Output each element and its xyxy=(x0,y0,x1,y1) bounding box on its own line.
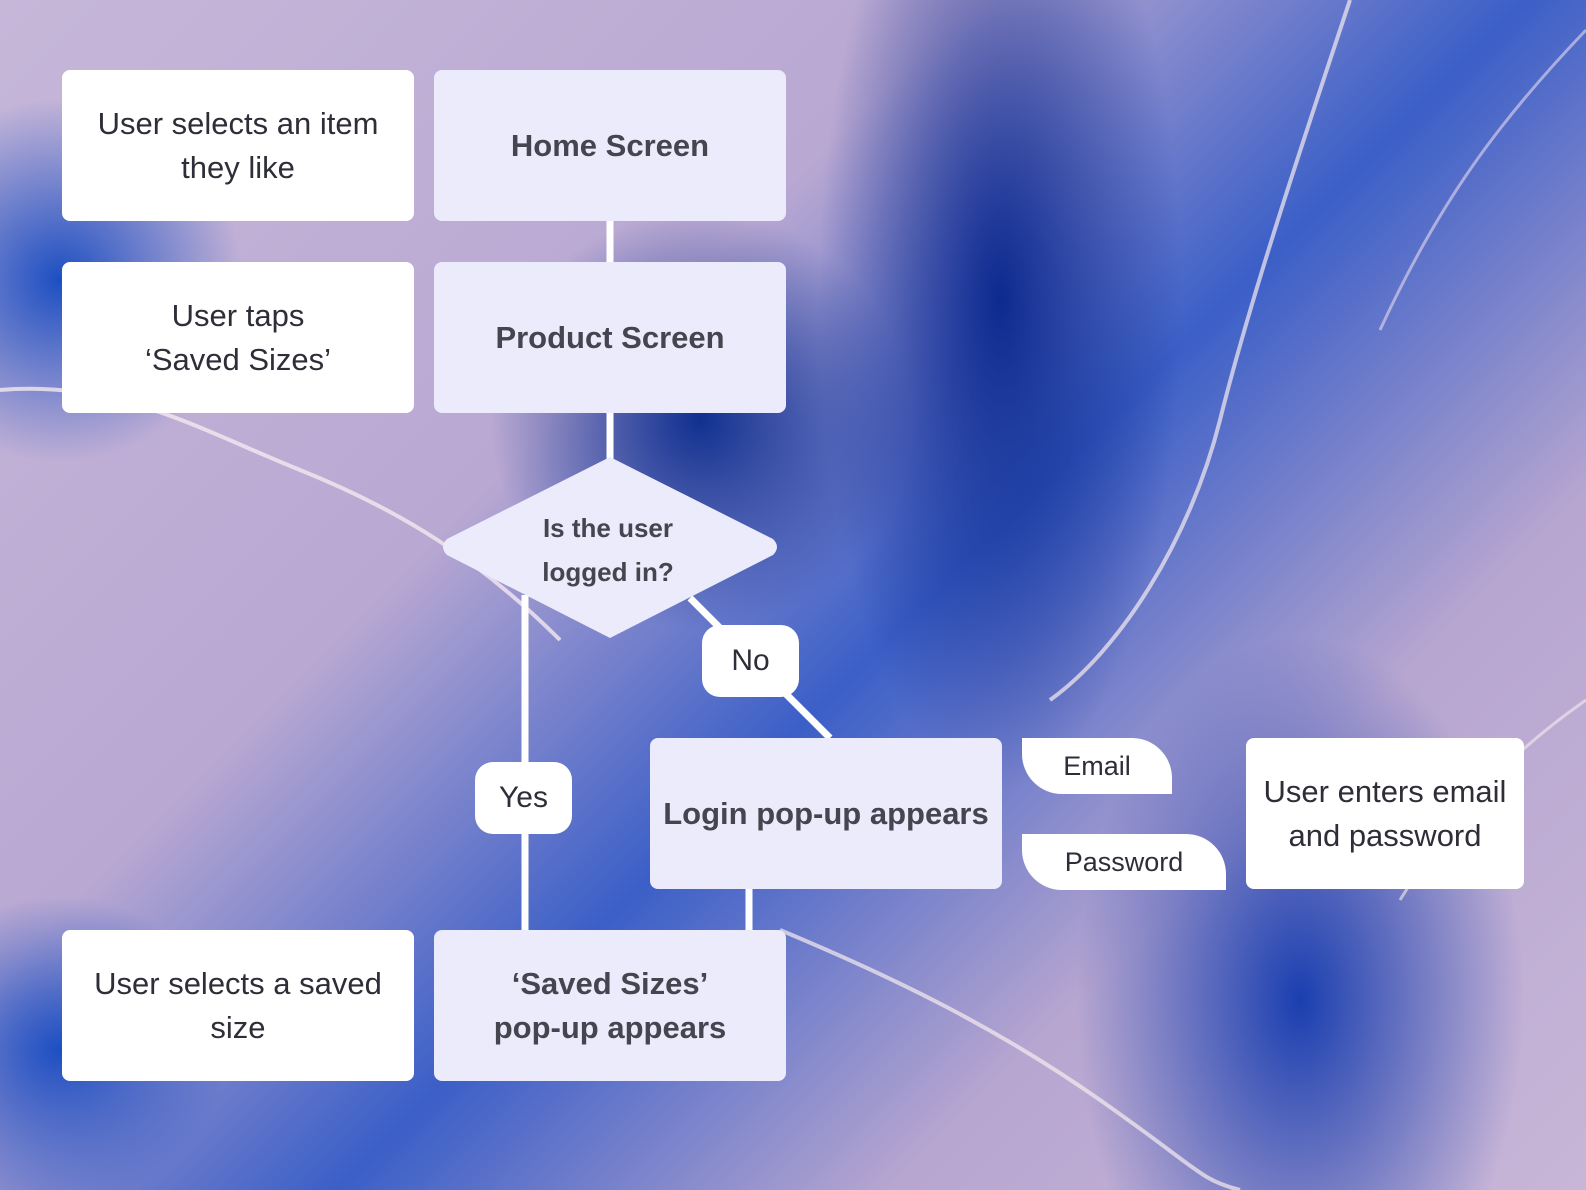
branch-yes-label: Yes xyxy=(475,762,572,834)
note-user-selects-item: User selects an item they like xyxy=(62,70,414,221)
note-user-taps-saved-sizes: User taps ‘Saved Sizes’ xyxy=(62,262,414,413)
field-email[interactable]: Email xyxy=(1022,738,1172,794)
note-user-enters-credentials: User enters email and password xyxy=(1246,738,1524,889)
step-saved-sizes-popup[interactable]: ‘Saved Sizes’ pop-up appears xyxy=(434,930,786,1081)
branch-no-label: No xyxy=(702,625,799,697)
field-password[interactable]: Password xyxy=(1022,834,1226,890)
step-home-screen[interactable]: Home Screen xyxy=(434,70,786,221)
decision-question: Is the user logged in? xyxy=(542,513,674,587)
decision-diamond xyxy=(443,457,777,638)
step-product-screen[interactable]: Product Screen xyxy=(434,262,786,413)
step-login-popup[interactable]: Login pop-up appears xyxy=(650,738,1002,889)
note-user-selects-saved-size: User selects a saved size xyxy=(62,930,414,1081)
